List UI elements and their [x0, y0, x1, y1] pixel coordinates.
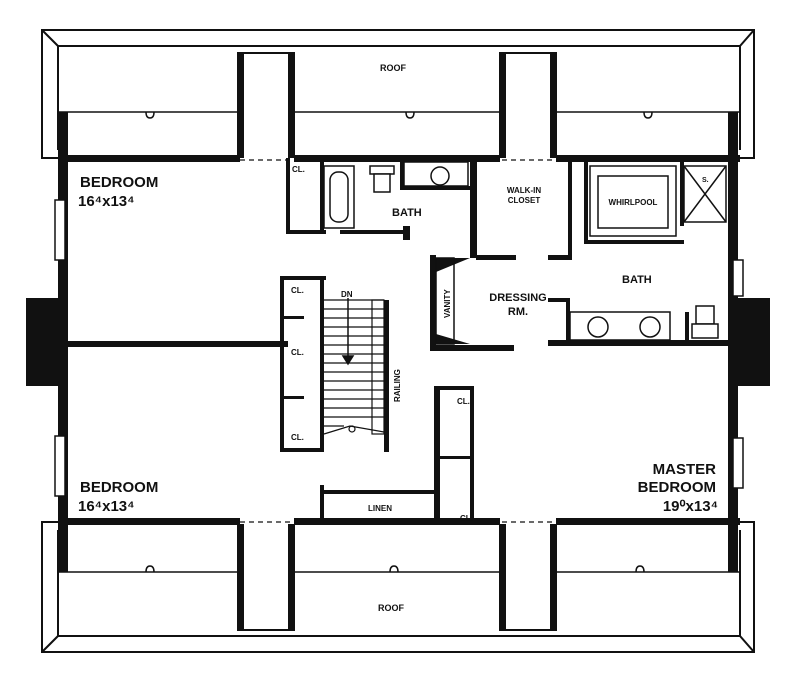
bedroom-nw-size: 16⁴x13⁴: [78, 193, 135, 210]
bedroom-sw-size: 16⁴x13⁴: [78, 498, 135, 515]
closet-label: CL.: [457, 397, 470, 406]
toilet-bath-1: [369, 165, 395, 193]
master-bedroom-size: 19⁰x13⁴: [663, 498, 718, 515]
whirlpool-tub: [589, 165, 677, 237]
walk-in-label-1: WALK-IN: [507, 186, 541, 195]
bath-2-label: BATH: [622, 274, 652, 286]
staircase: [323, 299, 385, 435]
closet-label: CL.: [292, 165, 305, 174]
whirlpool-label: WHIRLPOOL: [609, 198, 658, 207]
linen-label: LINEN: [368, 504, 392, 513]
stair-down-label: DN: [341, 290, 353, 299]
closet-label: CL.: [291, 286, 304, 295]
dressing-room-label-2: RM.: [508, 306, 528, 318]
walk-in-label-2: CLOSET: [508, 196, 541, 205]
exterior-walls: [58, 112, 740, 572]
interior-walls: [64, 158, 730, 522]
roof-label-top: ROOF: [380, 63, 407, 73]
chimney-left: [26, 298, 62, 386]
shower-label: S.: [702, 177, 709, 184]
dormers-bottom: [237, 521, 557, 631]
bedroom-nw-label: BEDROOM: [80, 174, 158, 191]
gutter-hooks-top: [145, 111, 653, 119]
vanity-unit: [435, 257, 470, 345]
double-vanity-sinks: [569, 311, 671, 341]
closet-label: CL.: [291, 433, 304, 442]
toilet-master-bath: [691, 305, 719, 339]
dormers-top: [237, 52, 557, 164]
bathtub: [323, 165, 355, 229]
master-bedroom-label-1: MASTER: [653, 461, 717, 478]
roof-top: [41, 29, 755, 159]
closet-label: CL.: [460, 514, 473, 523]
vanity-label: VANITY: [443, 289, 452, 318]
railing-label: RAILING: [393, 369, 402, 402]
sink-bath-1: [403, 161, 469, 187]
bath-1-label: BATH: [392, 207, 422, 219]
dressing-room-label-1: DRESSING: [489, 292, 546, 304]
roof-bottom: [41, 521, 755, 653]
closet-label: CL.: [291, 348, 304, 357]
bedroom-sw-label: BEDROOM: [80, 479, 158, 496]
roof-label-bottom: ROOF: [378, 603, 405, 613]
shower-stall: [683, 165, 727, 223]
chimney-right: [734, 298, 770, 386]
gutter-hooks-bottom: [145, 565, 645, 573]
master-bedroom-label-2: BEDROOM: [638, 479, 716, 496]
side-windows: [54, 199, 744, 497]
stair-arrow: [341, 298, 355, 366]
